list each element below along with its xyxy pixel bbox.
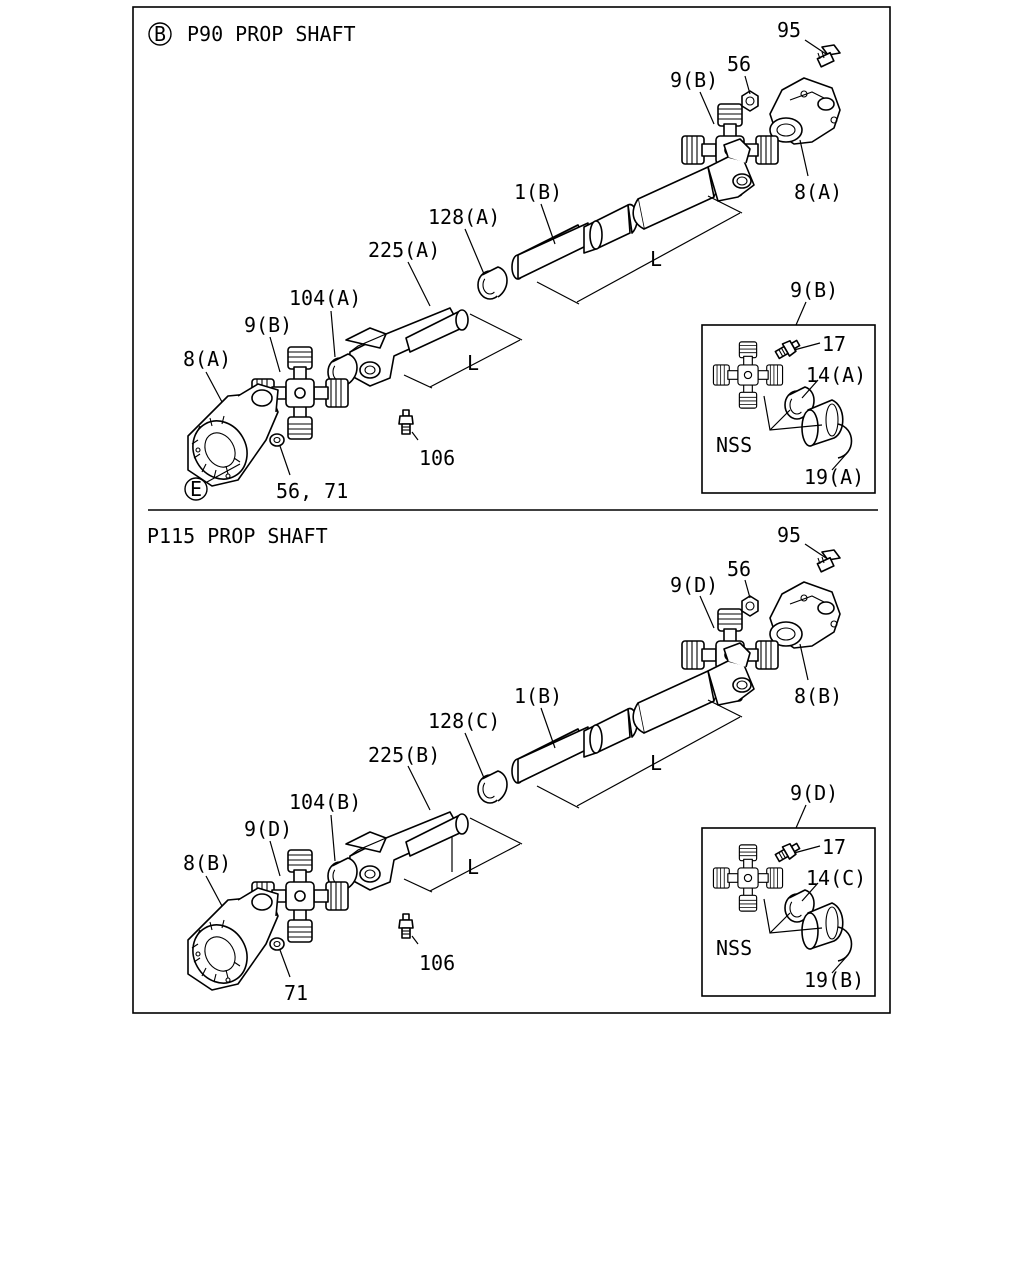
svg-text:L: L: [467, 351, 479, 375]
callout-cross-lower: 9(B): [244, 313, 292, 337]
callout-shaft: 1(B): [514, 684, 562, 708]
inset-fitting: 17: [822, 332, 846, 356]
boot-ring-part: [477, 770, 508, 804]
figure-frame: [132, 6, 891, 1014]
nut-part: [741, 595, 759, 617]
slip-yoke-part: [345, 811, 469, 891]
flange-ref-circle: [184, 477, 208, 501]
leader-lines: [205, 543, 827, 978]
callout-boot: 128(C): [428, 709, 500, 733]
inset-bearing: 14(A): [806, 363, 866, 387]
panel-p115: P115 PROP SHAFT L L: [147, 523, 876, 1005]
inset-title: 9(D): [790, 781, 838, 805]
inset-fitting: 17: [822, 835, 846, 859]
svg-text:L: L: [467, 855, 479, 879]
callout-washer: 71: [284, 981, 308, 1005]
dimension-l-lower: L: [403, 313, 523, 389]
inset-nss: NSS: [716, 936, 752, 960]
inset-title: 9(B): [790, 278, 838, 302]
callout-washer: 56, 71: [276, 479, 348, 503]
flange-yoke-part: [181, 383, 279, 490]
section-badge-circle: [148, 22, 172, 46]
inset-nss: NSS: [716, 433, 752, 457]
callout-yoke-upper: 8(A): [794, 180, 842, 204]
callout-flange-ref: E: [190, 477, 202, 501]
slip-yoke-part: [345, 307, 469, 387]
inset-clip: 19(A): [804, 465, 864, 489]
callout-slip-yoke: 225(A): [368, 238, 440, 262]
callout-cross-lower: 9(D): [244, 817, 292, 841]
section-badge: B: [154, 22, 166, 46]
panel-p90: B P90 PROP SHAFT L L: [148, 18, 876, 503]
panel-title: P90 PROP SHAFT: [187, 22, 356, 46]
dimension-l-lower: L: [403, 817, 523, 893]
inset-clip: 19(B): [804, 968, 864, 992]
callout-flange: 8(A): [183, 347, 231, 371]
boot-ring-part: [477, 266, 508, 300]
dimension-l-upper: L: [536, 195, 743, 305]
callout-fitting: 106: [419, 446, 455, 470]
callout-cross-upper: 9(B): [670, 68, 718, 92]
callout-slip-yoke: 225(B): [368, 743, 440, 767]
grease-fitting-part: [398, 409, 414, 435]
bolt-part: [816, 549, 841, 573]
leader-lines: [205, 39, 827, 483]
bolt-part: [816, 44, 841, 68]
callout-bolt: 95: [777, 18, 801, 42]
callout-seal: 104(A): [289, 286, 361, 310]
callout-seal: 104(B): [289, 790, 361, 814]
callout-fitting: 106: [419, 951, 455, 975]
dimension-l-upper: L: [536, 699, 743, 809]
svg-text:L: L: [650, 751, 662, 775]
callout-cross-upper: 9(D): [670, 573, 718, 597]
callout-bolt: 95: [777, 523, 801, 547]
inset-bearing: 14(C): [806, 866, 866, 890]
svg-text:L: L: [650, 247, 662, 271]
callout-flange: 8(B): [183, 851, 231, 875]
inset-detail: 9(B) 17 14(A) NSS 19(A): [701, 278, 876, 494]
end-yoke-part: [769, 77, 841, 145]
callout-shaft: 1(B): [514, 180, 562, 204]
washer-part: [269, 433, 285, 447]
inset-detail: 9(D) 17 14(C) NSS 19(B): [701, 781, 876, 997]
end-yoke-part: [769, 581, 841, 649]
callout-yoke-upper: 8(B): [794, 684, 842, 708]
grease-fitting-part: [398, 913, 414, 939]
panel-title: P115 PROP SHAFT: [147, 524, 328, 548]
flange-yoke-part: [181, 887, 279, 994]
washer-part: [269, 937, 285, 951]
callout-nut: 56: [727, 52, 751, 76]
callout-boot: 128(A): [428, 205, 500, 229]
callout-nut: 56: [727, 557, 751, 581]
